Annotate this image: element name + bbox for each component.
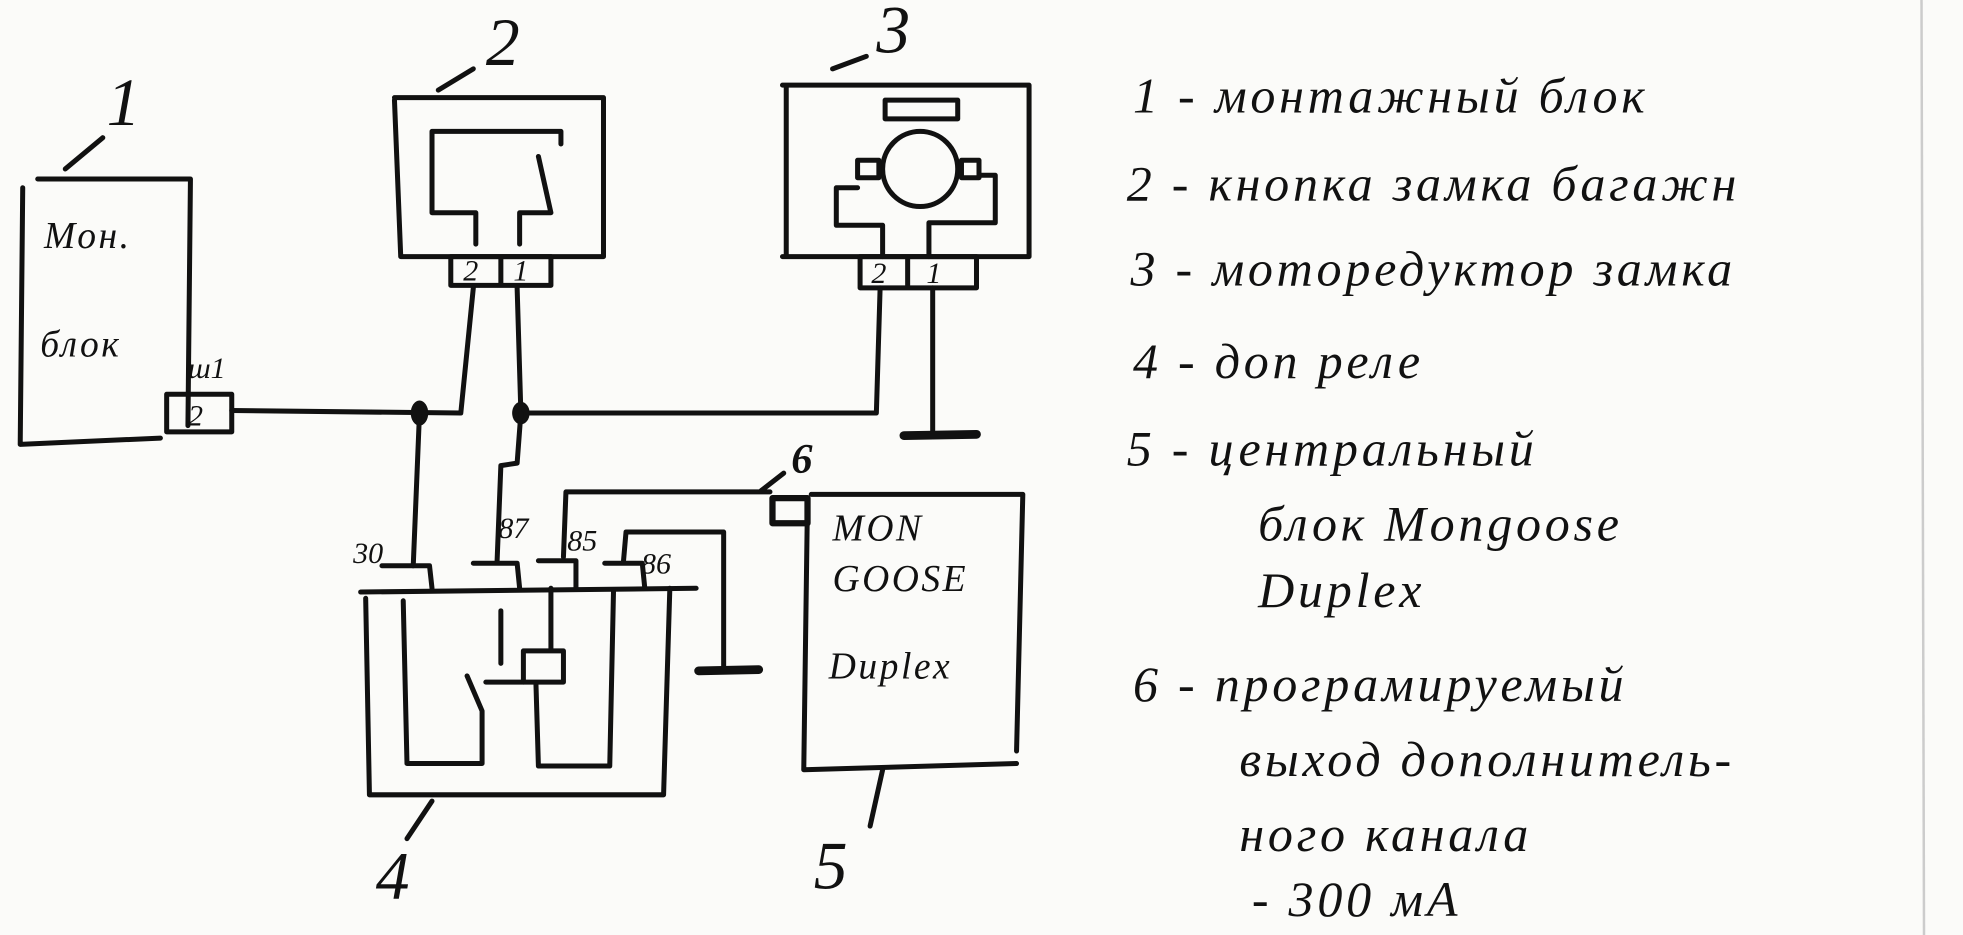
connector-label-sh1: ш1	[188, 352, 226, 385]
svg-text:выход дополнитель-: выход дополнитель-	[1239, 731, 1735, 787]
mount-block-pin: 2	[188, 400, 203, 433]
relay-pin-30: 30	[352, 537, 383, 570]
label-3: 3	[875, 0, 910, 68]
mount-block-label-2: блок	[40, 325, 121, 366]
svg-text:- 300 мА: - 300 мА	[1252, 871, 1461, 927]
page-edge	[1920, 0, 1926, 935]
legend-item-3: 3 - моторедуктор замка	[1129, 240, 1735, 296]
mongoose-label-3: Duplex	[828, 646, 952, 687]
mongoose-block: MON GOOSE Duplex 5 6	[758, 436, 1026, 904]
motor-pin-2: 2	[871, 257, 886, 290]
relay-pin-85: 85	[567, 525, 597, 558]
label-4: 4	[376, 839, 410, 914]
mount-block: Мон. блок 2 ш1 1	[17, 65, 235, 447]
legend-item-1: 1 - монтажный блок	[1133, 68, 1648, 124]
svg-text:блок Mongoose: блок Mongoose	[1258, 496, 1623, 552]
legend-item-4: 4 - доп реле	[1133, 333, 1424, 389]
relay-pin-86: 86	[641, 547, 671, 580]
legend: 1 - монтажный блок 2 - кнопка замка бага…	[1127, 68, 1740, 928]
label-5: 5	[814, 829, 848, 904]
ground-symbol	[694, 665, 764, 676]
svg-text:ного канала: ного канала	[1239, 806, 1532, 862]
button-pin-2: 2	[463, 254, 478, 287]
ground-symbol	[899, 429, 981, 440]
label-6: 6	[791, 436, 813, 483]
trunk-button: 2 1 2	[391, 5, 606, 288]
wires	[229, 285, 981, 676]
motor-pin-1: 1	[926, 257, 941, 290]
mongoose-label-1: MON	[832, 509, 924, 550]
label-2: 2	[486, 5, 520, 80]
relay-pin-87: 87	[498, 512, 530, 545]
mongoose-label-2: GOOSE	[833, 559, 969, 600]
output-6-connector	[769, 495, 811, 527]
button-pin-1: 1	[513, 254, 528, 287]
legend-item-6: 6 - програмируемый выход дополнитель- но…	[1133, 656, 1735, 927]
label-1: 1	[107, 65, 141, 140]
mount-block-label-1: Мон.	[43, 216, 132, 257]
svg-text:6 - програмируемый: 6 - програмируемый	[1133, 656, 1627, 712]
svg-text:5 - центральный: 5 - центральный	[1127, 421, 1538, 477]
relay: 30 87 85 86 4	[352, 512, 699, 914]
lock-motor: 2 1 3	[779, 0, 1032, 291]
legend-item-2: 2 - кнопка замка багажн	[1127, 155, 1740, 211]
legend-item-5: 5 - центральный блок Mongoose Duplex	[1127, 421, 1623, 618]
svg-text:Duplex: Duplex	[1257, 562, 1425, 618]
